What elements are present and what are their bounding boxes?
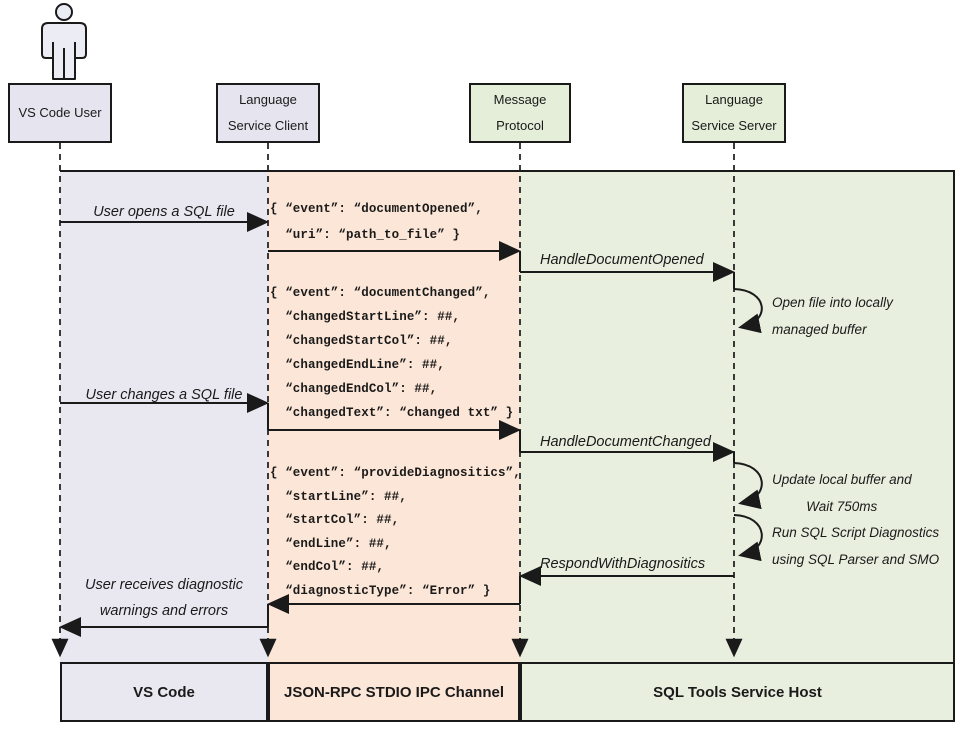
json-payload-document-changed: { “event”: “documentChanged”, “changedSt…: [270, 286, 514, 420]
label-user-changes-file: User changes a SQL file: [85, 387, 243, 403]
label-handle-document-opened: HandleDocumentOpened: [540, 252, 704, 268]
label-user-receives-diagnostics: User receives diagnostic warnings and er…: [85, 577, 243, 619]
actor-box-vscode-user: VS Code User: [8, 83, 112, 143]
actor-box-message-protocol: Message Protocol: [469, 83, 571, 143]
lane-box-json-rpc-channel: JSON-RPC STDIO IPC Channel: [268, 662, 520, 722]
diagram-frame-right-border: [953, 171, 955, 722]
label-handle-document-changed: HandleDocumentChanged: [540, 434, 711, 450]
label-open-file-into-buffer: Open file into locally managed buffer: [772, 295, 893, 337]
lane-label: SQL Tools Service Host: [653, 683, 822, 701]
actor-box-language-service-server: Language Service Server: [682, 83, 786, 143]
lane-service-host-background: [520, 171, 955, 722]
actor-label: VS Code User: [18, 105, 102, 120]
lane-label: JSON-RPC STDIO IPC Channel: [283, 683, 505, 701]
diagram-frame-top-border: [60, 170, 955, 172]
lane-vscode-background: [60, 171, 268, 722]
label-respond-with-diagnostics: RespondWithDiagnositics: [540, 556, 706, 572]
lane-box-sql-tools-service-host: SQL Tools Service Host: [520, 662, 955, 722]
actor-label: Language Service Server: [691, 92, 777, 133]
lane-box-vscode: VS Code: [60, 662, 268, 722]
actor-box-language-service-client: Language Service Client: [216, 83, 320, 143]
actor-label: Language Service Client: [227, 92, 309, 133]
self-loops: [733, 288, 763, 562]
message-arrows: [59, 212, 735, 637]
lane-ipc-channel-background: [268, 171, 520, 722]
label-run-sql-diagnostics: Run SQL Script Diagnostics using SQL Par…: [772, 525, 940, 567]
label-user-opens-file: User opens a SQL file: [93, 204, 235, 220]
actor-label: Message Protocol: [493, 92, 547, 133]
user-person-icon: [41, 3, 87, 80]
json-payload-document-opened: { “event”: “documentOpened”, “uri”: “pat…: [270, 202, 483, 242]
json-payload-provide-diagnostics: { “event”: “provideDiagnositics”, “start…: [270, 466, 521, 598]
loop-update-buffer-arc: [733, 462, 763, 510]
loop-run-diagnostics-arc: [733, 514, 763, 562]
label-update-local-buffer: Update local buffer and Wait 750ms: [772, 472, 912, 514]
loop-open-file-arc: [733, 288, 763, 334]
lane-label: VS Code: [133, 683, 195, 701]
